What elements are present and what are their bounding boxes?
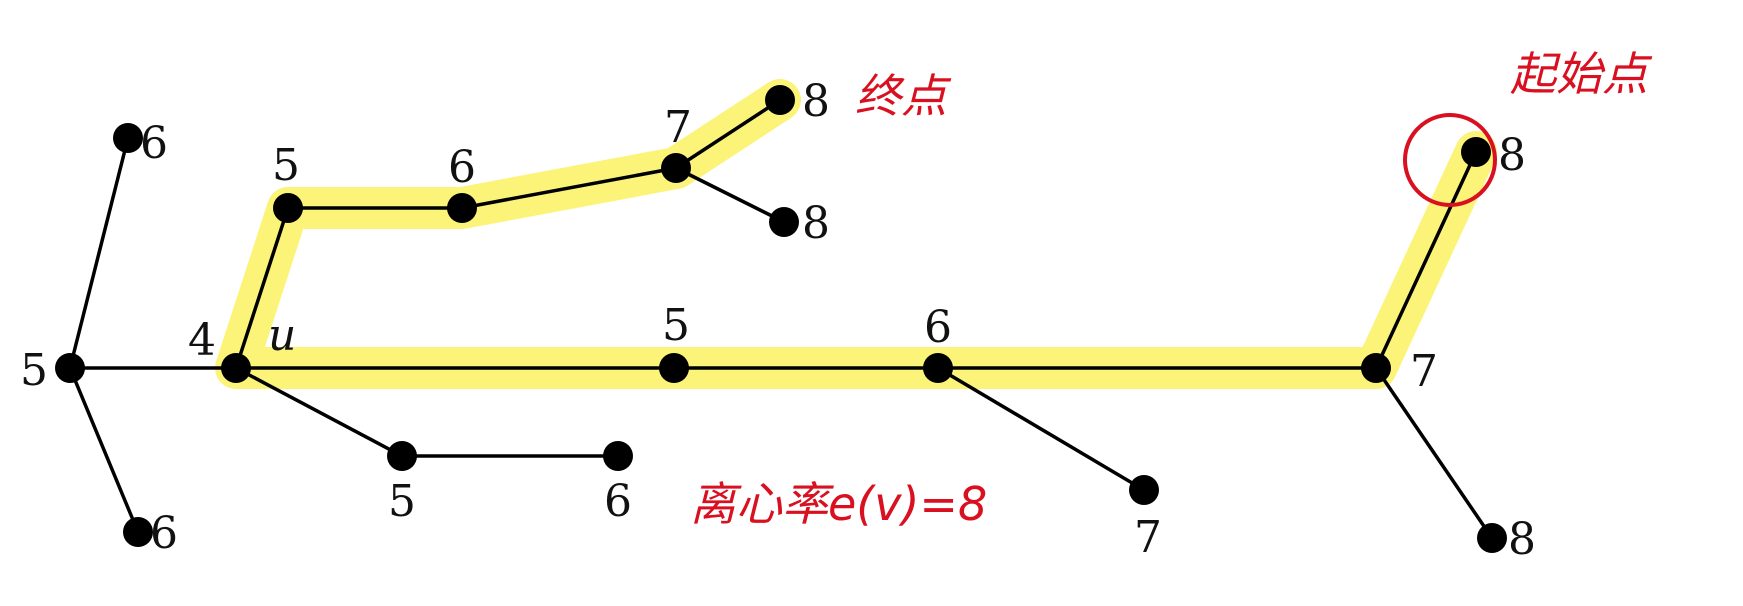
node-a [55,353,85,383]
edge-u-b [234,207,290,369]
node-label-d: 7 [664,102,692,153]
node-g [1361,353,1391,383]
node-label-g: 7 [1410,346,1438,397]
node-label-c: 6 [448,142,476,193]
node-g2 [1477,523,1507,553]
nodes [55,85,1507,553]
edge-d-d1 [675,98,781,170]
node-d2 [769,207,799,237]
node-label-d1: 8 [802,76,830,127]
node-label-a1: 6 [140,118,168,169]
node-a2 [123,517,153,547]
edge-c-d [461,166,677,210]
edges [68,98,1494,539]
node-label-f: 6 [924,302,952,353]
node-label-g2: 8 [1508,514,1536,565]
longest-path-highlight [215,79,1497,389]
node-label-b: 5 [272,140,300,191]
node-label-e: 5 [662,300,690,351]
node-label-h1: 6 [604,476,632,527]
node-label-d2: 8 [802,198,830,249]
edge-g-g2 [1374,367,1494,539]
node-labels: 4 5 6 6 5 6 7 8 8 5 6 7 8 8 7 5 6 [20,76,1536,565]
edge-a-a2 [68,367,140,533]
node-a1 [113,123,143,153]
edge-g-g1 [1374,151,1478,369]
node-label-a2: 6 [150,508,178,559]
start-circle-mark [1403,113,1497,207]
node-d1 [765,85,795,115]
node-h [387,441,417,471]
node-e [659,353,689,383]
node-f [923,353,953,383]
node-u [221,353,251,383]
highlight-polyline [215,79,1497,389]
edge-d-d2 [675,166,785,224]
node-label-u: 4 [188,315,216,366]
end-note: 终点 [855,69,952,123]
node-label-a: 5 [20,345,48,396]
node-label-g1: 8 [1498,130,1526,181]
node-label-f1: 7 [1134,512,1162,563]
edge-a-a1 [68,137,130,369]
eccentricity-note: 离心率e(v)=8 [690,477,987,531]
node-f1 [1129,475,1159,505]
node-label-h: 5 [388,476,416,527]
node-c [447,193,477,223]
node-b [273,193,303,223]
edge-u-h [235,366,403,458]
node-d [661,153,691,183]
start-note: 起始点 [1510,47,1653,101]
u-label: u [268,310,296,361]
node-g1 [1461,137,1491,167]
edge-f-f1 [937,366,1145,492]
node-h1 [603,441,633,471]
